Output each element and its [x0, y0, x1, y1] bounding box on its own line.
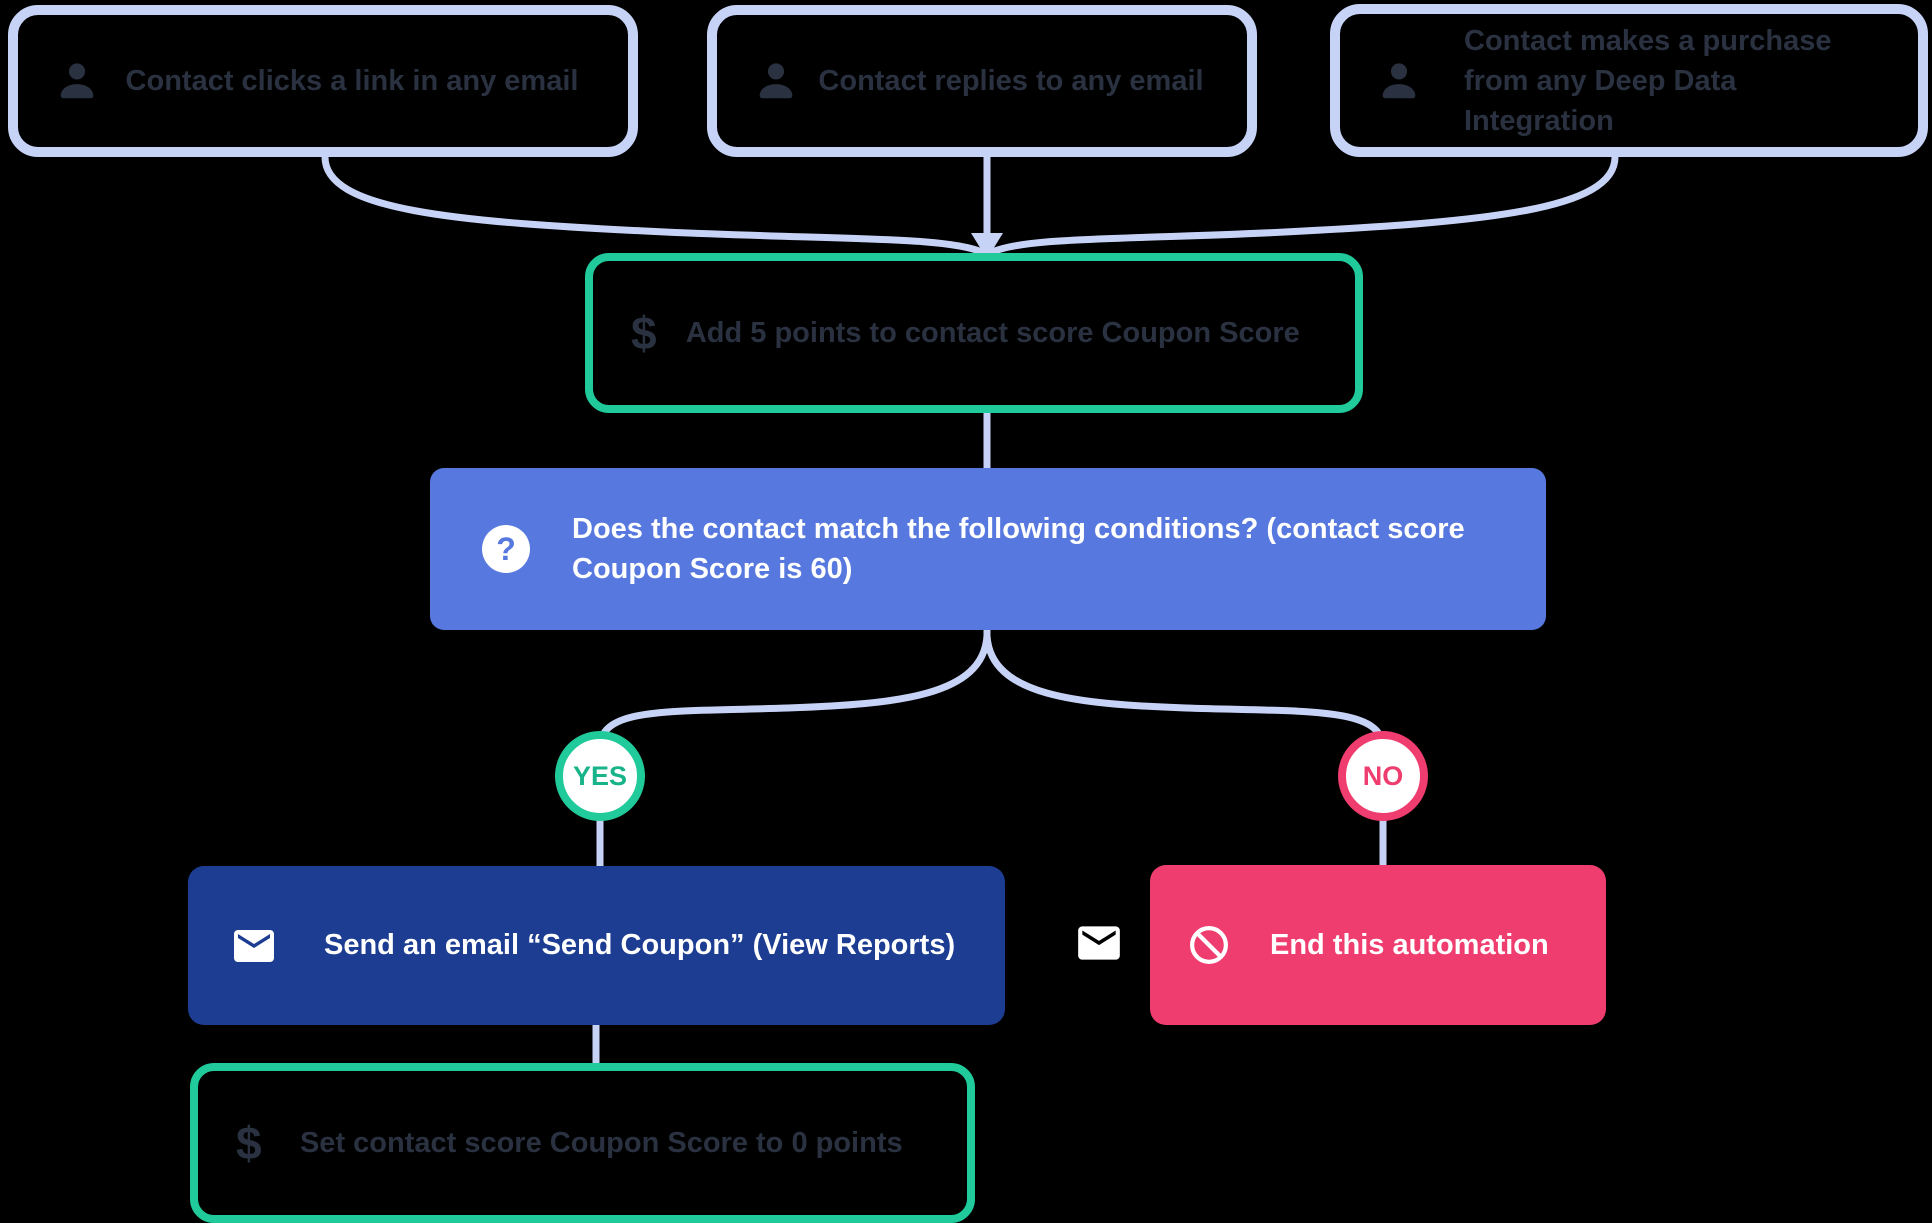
question-icon: ? [482, 525, 530, 573]
send-email-node[interactable]: Send an email “Send Coupon” (View Report… [188, 866, 1005, 1025]
trigger-label: Contact clicks a link in any email [125, 65, 579, 97]
connector-trigger3 [986, 156, 1619, 258]
trigger-purchase-node[interactable]: Contact makes a purchase from any Deep D… [1330, 4, 1928, 157]
set-score-node[interactable]: $ Set contact score Coupon Score to 0 po… [190, 1063, 975, 1223]
send-email-label: Send an email “Send Coupon” (View Report… [324, 929, 956, 961]
connector-no-branch [983, 635, 1387, 749]
trigger-label: Contact replies to any email [818, 65, 1204, 97]
envelope-icon [1078, 926, 1120, 960]
set-score-label: Set contact score Coupon Score to 0 poin… [299, 1126, 903, 1159]
connector-yes-branch [596, 635, 991, 749]
person-icon [1382, 62, 1416, 98]
person-icon [60, 63, 94, 99]
trigger-label: Contact makes a purchase from any Deep D… [1464, 24, 1832, 137]
end-automation-label: End this automation [1270, 928, 1549, 961]
trigger-click-link-node[interactable]: Contact clicks a link in any email [8, 5, 638, 157]
block-icon [1190, 926, 1228, 964]
dollar-icon: $ [631, 307, 657, 359]
connector-trigger1 [321, 156, 988, 258]
dollar-icon: $ [236, 1117, 262, 1169]
email-icon [234, 929, 274, 962]
end-automation-node[interactable]: End this automation [1150, 865, 1606, 1025]
no-badge: NO [1338, 731, 1428, 821]
add-points-label: Add 5 points to contact score Coupon Sco… [685, 316, 1300, 349]
condition-label: Does the contact match the following con… [572, 513, 1465, 585]
condition-node[interactable]: ? Does the contact match the following c… [430, 468, 1546, 630]
person-icon [759, 63, 793, 99]
yes-badge: YES [555, 731, 645, 821]
trigger-reply-node[interactable]: Contact replies to any email [707, 5, 1257, 157]
add-points-node[interactable]: $ Add 5 points to contact score Coupon S… [585, 253, 1363, 413]
arrowhead-icon [971, 233, 1003, 259]
